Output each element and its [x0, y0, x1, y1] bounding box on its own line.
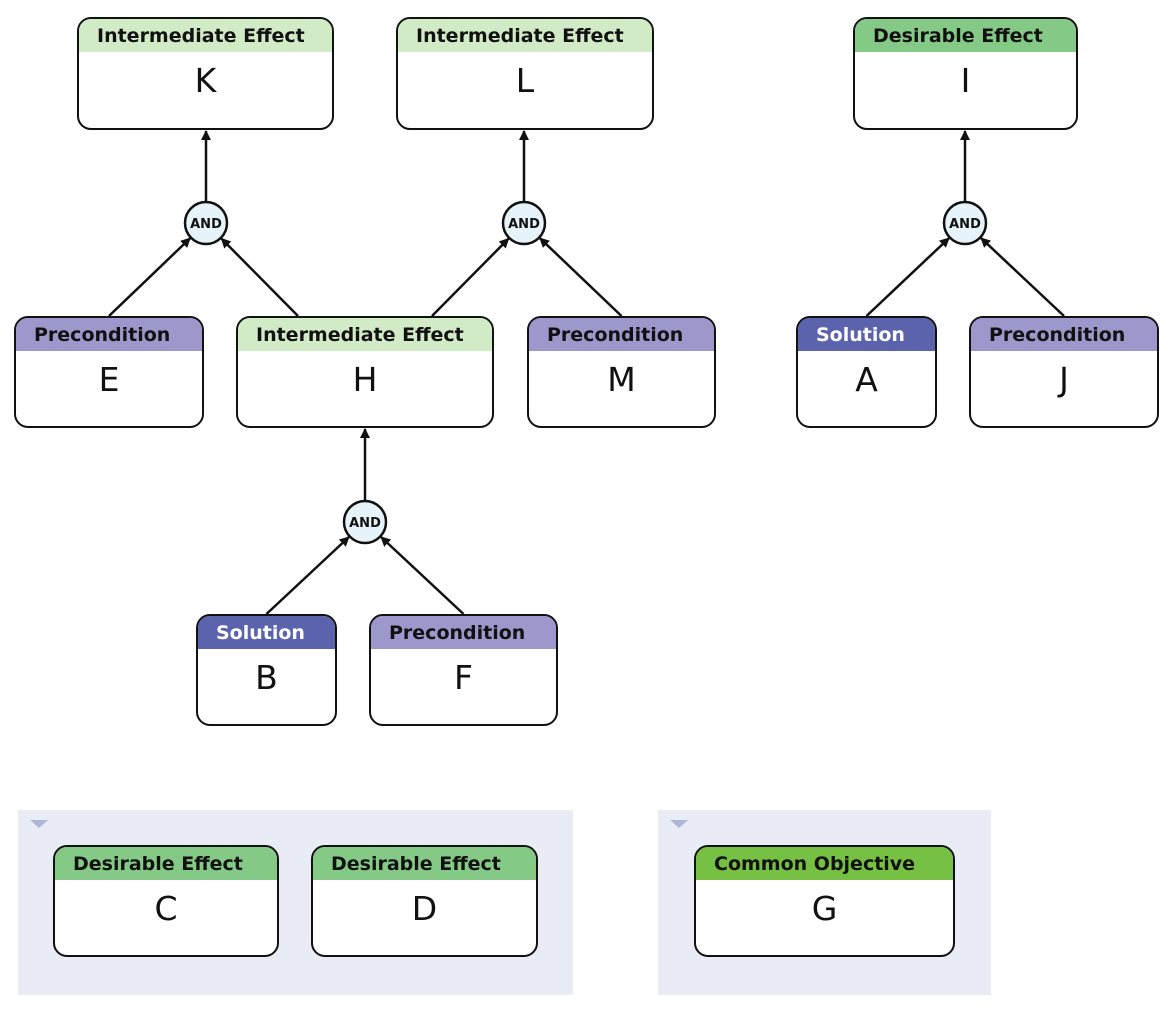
node-label: D [411, 889, 438, 928]
node-header: Desirable Effect [855, 19, 1076, 52]
node-label: C [154, 889, 178, 928]
node-label: A [855, 360, 878, 399]
node-header: Solution [798, 318, 935, 351]
and-gate-label: AND [508, 217, 540, 232]
node-label: E [98, 360, 120, 399]
node-header: Intermediate Effect [238, 318, 492, 351]
node-label: F [454, 658, 473, 697]
node-header: Common Objective [696, 847, 953, 880]
node-header: Precondition [16, 318, 202, 351]
node-label: G [811, 889, 838, 928]
node-header: Intermediate Effect [79, 19, 332, 52]
node-header: Desirable Effect [55, 847, 277, 880]
node-label: H [352, 360, 378, 399]
node-label: B [255, 658, 278, 697]
node-label: J [1059, 360, 1069, 399]
node-header: Solution [198, 616, 335, 649]
arrow-b-to-and4 [265, 536, 350, 615]
collapse-triangle-icon[interactable] [670, 820, 688, 828]
and-gate-label: AND [190, 217, 222, 232]
arrow-h-to-and2 [431, 237, 510, 317]
node-header: Desirable Effect [313, 847, 536, 880]
arrow-m-to-and2 [539, 237, 623, 317]
collapse-triangle-icon[interactable] [30, 820, 48, 828]
arrow-f-to-and4 [380, 536, 465, 615]
arrow-h-to-and1 [220, 237, 299, 317]
node-header: Intermediate Effect [398, 19, 652, 52]
and-gate-and4[interactable] [342, 499, 388, 545]
and-gate-label: AND [949, 217, 981, 232]
arrow-a-to-and3 [865, 237, 950, 317]
and-gate-label: AND [349, 516, 381, 531]
and-gate-and3[interactable] [942, 200, 988, 246]
and-gate-and2[interactable] [501, 200, 547, 246]
node-label: M [607, 360, 636, 399]
arrow-j-to-and3 [980, 237, 1065, 317]
node-label: K [194, 61, 217, 100]
arrow-e-to-and1 [108, 237, 191, 317]
node-header: Precondition [529, 318, 714, 351]
node-header: Precondition [371, 616, 556, 649]
node-header: Precondition [971, 318, 1157, 351]
node-label: L [515, 61, 535, 100]
and-gate-and1[interactable] [183, 200, 229, 246]
node-label: I [960, 61, 971, 100]
